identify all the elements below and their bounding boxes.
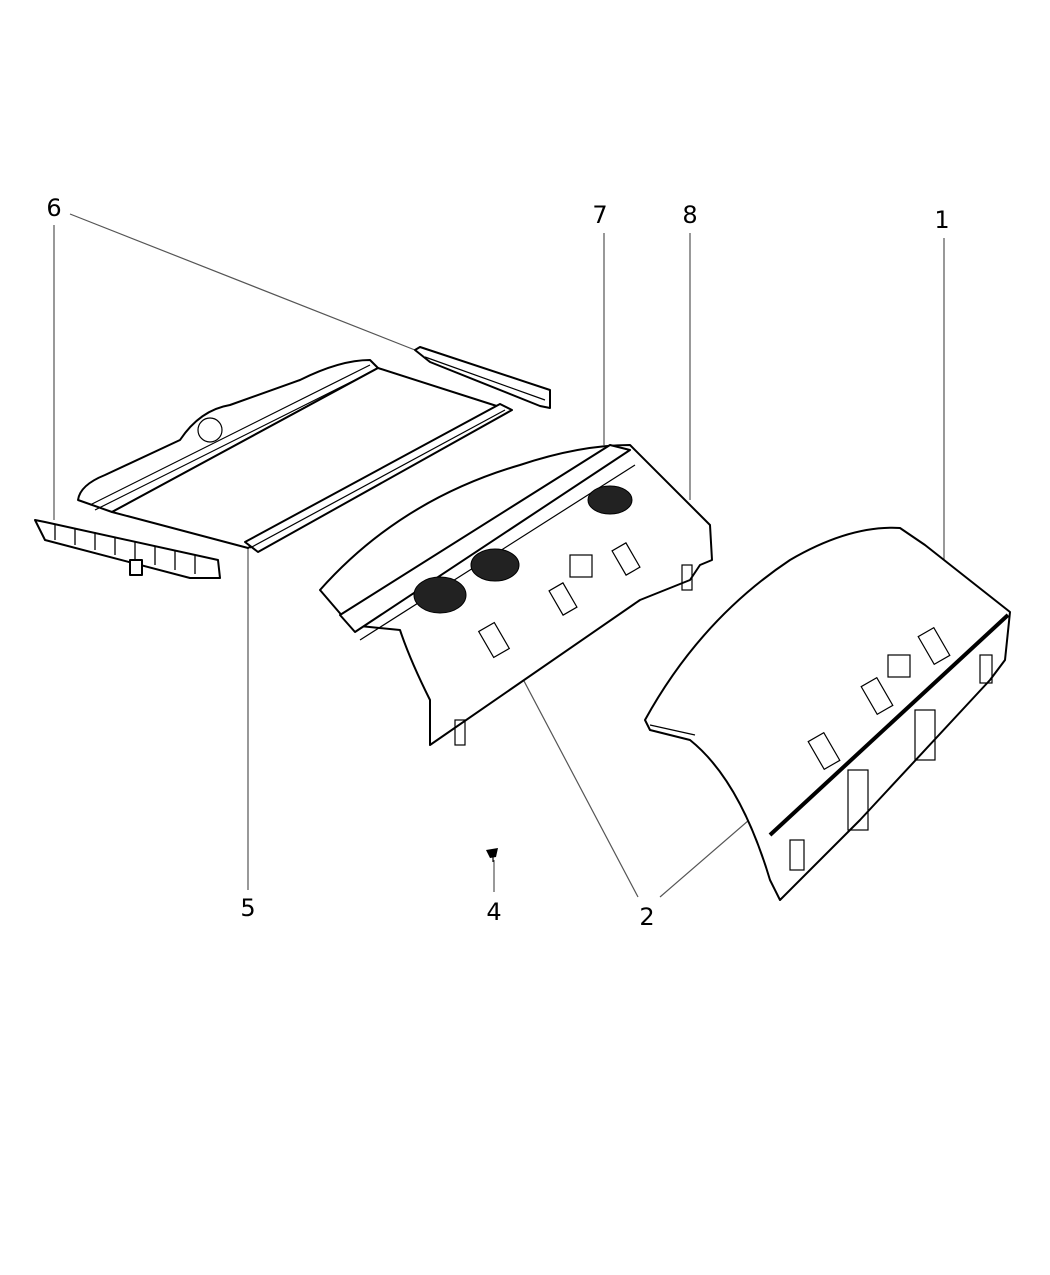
inner-shelf-panel xyxy=(319,444,713,746)
callout-8: 8 xyxy=(682,201,698,229)
callout-4: 4 xyxy=(486,898,502,926)
outer-shelf-panel xyxy=(644,526,1011,901)
roller-cover xyxy=(77,359,513,553)
callout-7: 7 xyxy=(592,201,608,229)
bracket-right xyxy=(414,346,551,409)
callout-6: 6 xyxy=(46,194,62,222)
bracket-left xyxy=(34,519,221,579)
push-pin xyxy=(486,848,498,862)
leader-lines xyxy=(53,213,945,898)
callout-5: 5 xyxy=(240,894,256,922)
callout-2: 2 xyxy=(639,903,655,931)
callout-1: 1 xyxy=(934,206,950,234)
